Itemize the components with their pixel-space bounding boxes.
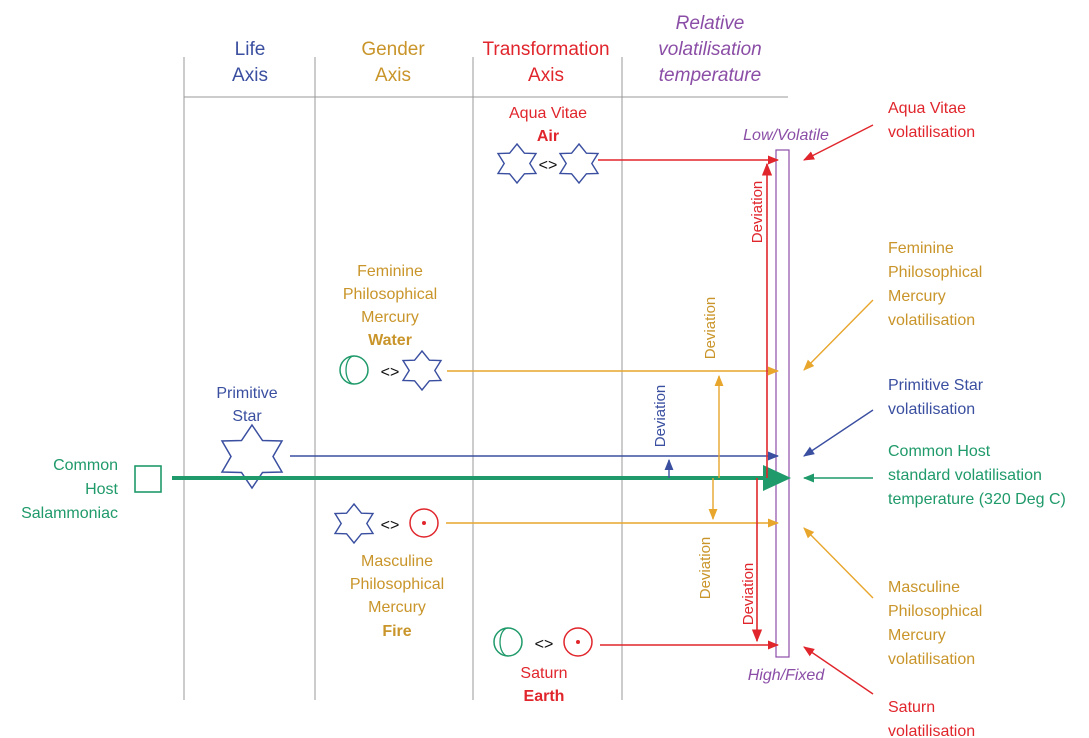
right-labels: Aqua Vitae volatilisation Feminine Philo… (888, 100, 1066, 738)
hexagram-icon (333, 502, 375, 545)
masculine-volatilisation-2: Philosophical (888, 603, 982, 620)
feminine-deviation-label: Deviation (702, 297, 719, 360)
life-axis-header-1: Life (235, 39, 266, 60)
feminine-volatilisation-2: Philosophical (888, 264, 982, 281)
primitive-star-label-2: Star (232, 408, 262, 425)
low-volatile-label: Low/Volatile (743, 127, 829, 144)
masculine-mercury-group: Masculine Philosophical Mercury Fire (350, 553, 444, 640)
feminine-label-3: Mercury (361, 309, 419, 326)
feminine-volatilisation-4: volatilisation (888, 312, 975, 329)
temperature-header-2: volatilisation (658, 39, 762, 60)
feminine-label-2: Philosophical (343, 286, 437, 303)
common-host-label-3: Salammoniac (21, 505, 118, 522)
hexagram-icon (558, 142, 600, 185)
masculine-callout-arrow (803, 527, 874, 599)
aqua-vitae-deviation-label: Deviation (749, 181, 766, 244)
aqua-vitae-volatilisation-2: volatilisation (888, 124, 975, 141)
sun-icon (409, 508, 439, 538)
aqua-vitae-callout-arrow (803, 124, 874, 161)
primitive-star-label-1: Primitive (216, 385, 277, 402)
relation-symbol: <> (539, 157, 558, 174)
grid (183, 57, 788, 700)
common-host-volatilisation-3: temperature (320 Deg C) (888, 491, 1066, 508)
saturn-callout-arrow (803, 646, 874, 695)
transformation-axis-header-1: Transformation (482, 39, 609, 60)
hexagram-icon (496, 142, 538, 185)
common-host-arrowhead (763, 465, 791, 491)
temperature-header-3: temperature (659, 65, 761, 86)
primitive-star-group: Primitive Star (216, 385, 780, 490)
feminine-volatilisation-3: Mercury (888, 288, 946, 305)
sun-icon (563, 627, 593, 657)
masculine-volatilisation-1: Masculine (888, 579, 960, 596)
saturn-volatilisation-1: Saturn (888, 699, 935, 716)
masculine-label-2: Philosophical (350, 576, 444, 593)
temperature-header-1: Relative (676, 13, 745, 34)
saturn-label: Saturn (520, 665, 567, 682)
aqua-vitae-group: Aqua Vitae Air <> (496, 105, 780, 185)
feminine-symbols: <> (339, 349, 780, 392)
saturn-deviation-label: Deviation (740, 563, 757, 626)
mercury-globe-icon (339, 355, 369, 385)
relation-symbol: <> (535, 636, 554, 653)
masculine-symbols: <> (333, 502, 780, 545)
relation-symbol: <> (381, 364, 400, 381)
common-host-label-1: Common (53, 457, 118, 474)
feminine-label-1: Feminine (357, 263, 423, 280)
temperature-scale-bar (775, 149, 790, 658)
gender-axis-header-1: Gender (361, 39, 425, 60)
relation-symbol: <> (381, 517, 400, 534)
callout-arrows (802, 124, 874, 695)
masculine-label-1: Masculine (361, 553, 433, 570)
deviation-arrows: Deviation Deviation Deviation Deviation … (652, 162, 773, 643)
salt-square-icon (134, 465, 162, 493)
temperature-scale: Low/Volatile High/Fixed (743, 127, 829, 684)
mercury-globe-icon (493, 627, 523, 657)
aqua-vitae-volatilisation-1: Aqua Vitae (888, 100, 966, 117)
sun-icon-dot (422, 521, 426, 525)
hexagram-icon (220, 423, 284, 490)
feminine-volatilisation-1: Feminine (888, 240, 954, 257)
common-host-label-2: Host (85, 481, 118, 498)
aqua-vitae-label: Aqua Vitae (509, 105, 587, 122)
feminine-callout-arrow (803, 299, 874, 371)
common-host-volatilisation-1: Common Host (888, 443, 991, 460)
mercury-globe-meridian (499, 627, 509, 657)
air-label: Air (537, 128, 559, 145)
saturn-group: <> Saturn Earth (493, 627, 780, 705)
fire-label: Fire (382, 623, 411, 640)
masculine-label-3: Mercury (368, 599, 426, 616)
column-headers: Life Axis Gender Axis Transformation Axi… (232, 13, 762, 86)
primitive-star-volatilisation-1: Primitive Star (888, 377, 984, 394)
gender-axis-header-2: Axis (375, 65, 411, 86)
primitive-star-callout-arrow (803, 409, 874, 457)
common-host-volatilisation-2: standard volatilisation (888, 467, 1042, 484)
common-host-group: Common Host Salammoniac (21, 457, 791, 522)
earth-label: Earth (524, 688, 565, 705)
primitive-star-deviation-label: Deviation (652, 385, 669, 448)
high-fixed-label: High/Fixed (748, 667, 826, 684)
hexagram-icon (401, 349, 443, 392)
life-axis-header-2: Axis (232, 65, 268, 86)
transformation-axis-header-2: Axis (528, 65, 564, 86)
primitive-star-volatilisation-2: volatilisation (888, 401, 975, 418)
water-label: Water (368, 332, 412, 349)
saturn-volatilisation-2: volatilisation (888, 723, 975, 738)
masculine-volatilisation-3: Mercury (888, 627, 946, 644)
feminine-mercury-group: Feminine Philosophical Mercury Water (343, 263, 437, 349)
masculine-deviation-label: Deviation (697, 537, 714, 600)
mercury-globe-meridian (345, 355, 355, 385)
sun-icon-dot (576, 640, 580, 644)
masculine-volatilisation-4: volatilisation (888, 651, 975, 668)
